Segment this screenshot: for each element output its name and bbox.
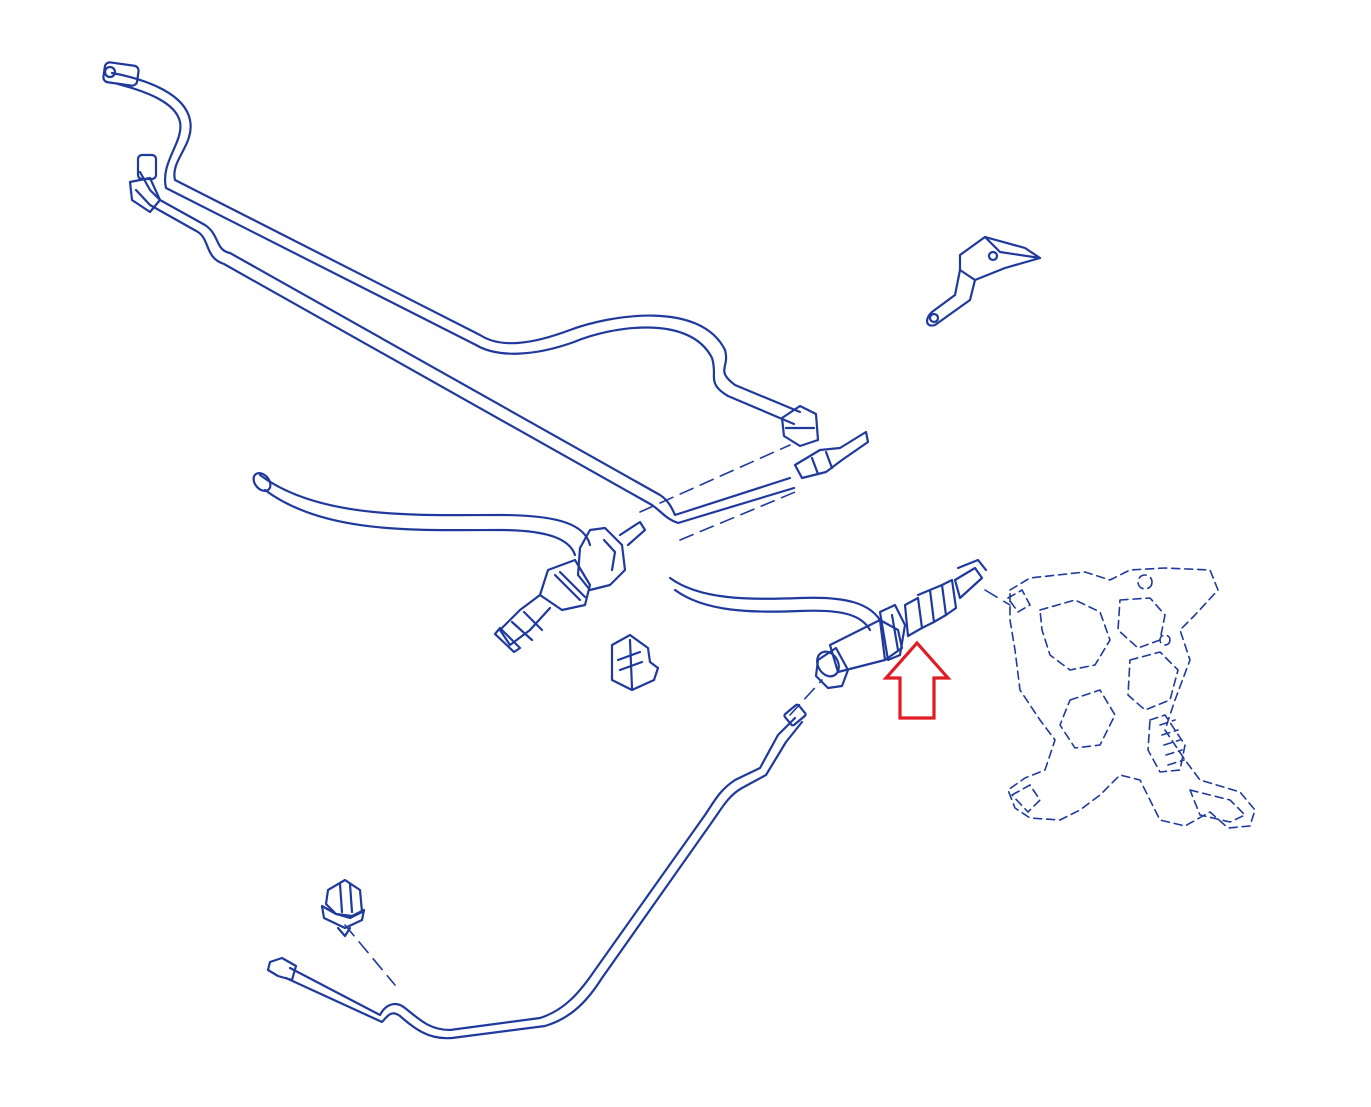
clutch-pedal-assembly — [1007, 567, 1256, 829]
line-retaining-clip — [320, 878, 366, 938]
pressure-line-bottom-fitting — [266, 956, 298, 982]
dashed-guide-lines — [344, 444, 1011, 986]
master-cylinder-reservoir-hose — [668, 576, 882, 632]
clutch-master-cylinder — [814, 558, 988, 690]
mounting-bracket — [926, 235, 1042, 327]
pressure-line-top-fitting — [783, 703, 807, 727]
clutch-pressure-line — [266, 703, 807, 1040]
upper-hydraulic-line — [102, 61, 820, 448]
upper-line-right-fitting — [780, 404, 820, 448]
lower-line-right-connector — [793, 430, 870, 480]
hose-retaining-clip — [610, 633, 660, 692]
lower-hydraulic-line — [128, 153, 870, 525]
slave-cylinder — [493, 520, 647, 654]
highlight-up-arrow — [882, 640, 952, 720]
slave-cylinder-hose — [252, 472, 592, 557]
